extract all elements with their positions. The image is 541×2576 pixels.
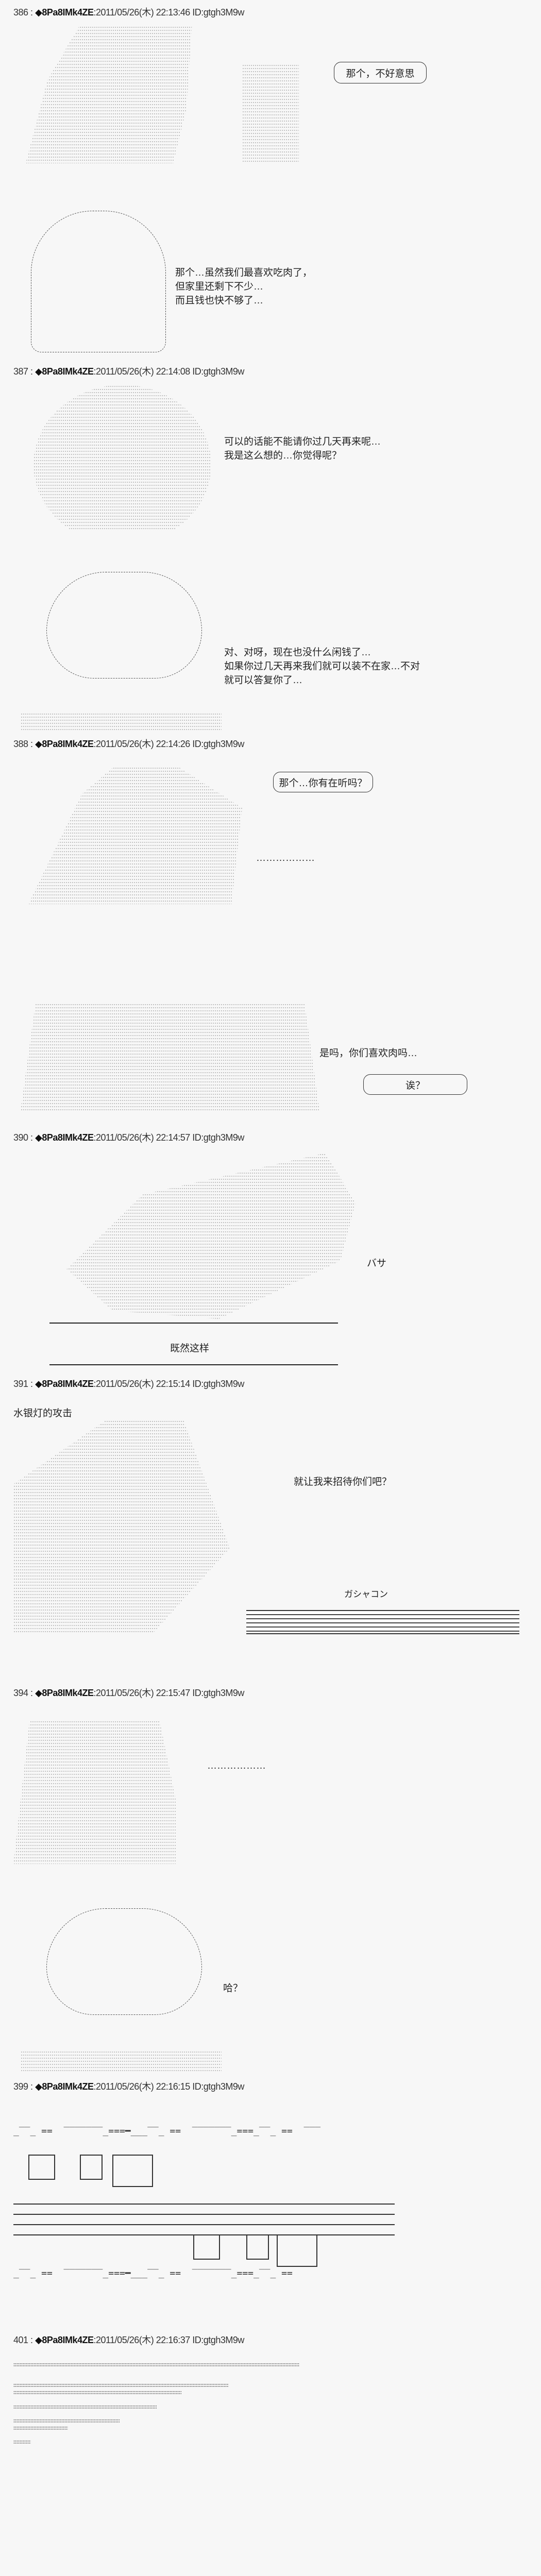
post-number: 388 : — [13, 739, 33, 749]
ascii-art-gun — [246, 1610, 519, 1634]
speech-text: 诶？ — [405, 1080, 425, 1091]
ascii-art-glyph — [28, 2155, 55, 2180]
dialogue-line: 那个…虽然我们最喜欢吃肉了， — [175, 267, 313, 278]
author-trip: ◆8Pa8IMk4ZE — [35, 2081, 94, 2092]
dialogue-line: 哈？ — [223, 1983, 243, 1994]
author-trip: ◆8Pa8IMk4ZE — [35, 1379, 94, 1389]
divider — [49, 1364, 338, 1365]
post-number: 390 : — [13, 1132, 33, 1143]
wave-line-top: _‾‾_ == ‾‾‾‾‾‾‾_===━___‾‾_ == ‾‾‾‾‾‾‾_==… — [13, 2126, 321, 2137]
dialogue-line: 而且钱也快不够了… — [175, 295, 264, 306]
dotted-line — [13, 2419, 120, 2423]
speech-bubble: 那个，不好意思 — [334, 62, 427, 83]
ascii-art-guy-face — [46, 572, 202, 679]
speech-bubble: 那个…你有在听吗？ — [273, 772, 373, 792]
post-number: 387 : — [13, 366, 33, 377]
post-date: :2011/05/26(木) 22:15:47 — [93, 1688, 190, 1698]
dialogue-ellipsis: ……………… — [256, 853, 315, 863]
post-header-387: 387 : ◆8Pa8IMk4ZE:2011/05/26(木) 22:14:08… — [13, 364, 244, 378]
ascii-art-girl-2 — [33, 385, 211, 530]
post-header-391: 391 : ◆8Pa8IMk4ZE:2011/05/26(木) 22:15:14… — [13, 1377, 244, 1390]
speech-text: 那个，不好意思 — [346, 68, 415, 79]
dotted-line — [13, 2391, 181, 2395]
ascii-art-guy-shoulders-2 — [21, 2050, 222, 2071]
ascii-art-glyph — [193, 2234, 220, 2260]
dotted-line — [13, 2363, 299, 2367]
post-id: ID:gtgh3M9w — [192, 1379, 244, 1389]
author-trip: ◆8Pa8IMk4ZE — [35, 2335, 94, 2345]
post-id: ID:gtgh3M9w — [192, 2081, 244, 2092]
ascii-art-girl-repeat — [21, 1003, 319, 1110]
dialogue-ellipsis: ……………… — [207, 1760, 266, 1771]
dialogue-line: 是吗，你们喜欢肉吗… — [319, 1048, 418, 1059]
author-trip: ◆8Pa8IMk4ZE — [35, 366, 94, 377]
post-number: 394 : — [13, 1688, 33, 1698]
post-number: 391 : — [13, 1379, 33, 1389]
dotted-line — [13, 2426, 68, 2430]
wave-line-bottom: _‾‾_ == ‾‾‾‾‾‾‾_===━___‾‾_ == ‾‾‾‾‾‾‾_==… — [13, 2268, 293, 2279]
dialogue-line: 可以的话能不能请你过几天再来呢… — [224, 436, 381, 447]
post-header-401: 401 : ◆8Pa8IMk4ZE:2011/05/26(木) 22:16:37… — [13, 2333, 244, 2346]
post-id: ID:gtgh3M9w — [192, 1688, 244, 1698]
post-id: ID:gtgh3M9w — [192, 739, 244, 749]
caption: 水银灯的攻击 — [13, 1408, 73, 1419]
ascii-art-glyph — [277, 2234, 317, 2267]
post-header-394: 394 : ◆8Pa8IMk4ZE:2011/05/26(木) 22:15:47… — [13, 1686, 244, 1699]
post-date: :2011/05/26(木) 22:15:14 — [93, 1379, 190, 1389]
ascii-art-glyph — [246, 2234, 269, 2260]
speech-bubble: 诶？ — [363, 1074, 467, 1095]
dialogue-line: 我是这么想的…你觉得呢？ — [224, 450, 342, 461]
post-date: :2011/05/26(木) 22:16:15 — [93, 2081, 190, 2092]
ascii-art-wing — [66, 1153, 356, 1319]
ascii-art-girl-side — [242, 64, 299, 163]
ascii-art-glyph — [112, 2155, 153, 2187]
post-date: :2011/05/26(木) 22:14:08 — [93, 366, 190, 377]
post-id: ID:gtgh3M9w — [192, 1132, 244, 1143]
post-header-386: 386 : ◆8Pa8IMk4ZE:2011/05/26(木) 22:13:46… — [13, 5, 244, 19]
ascii-art-glyph — [80, 2155, 103, 2180]
sound-effect: バサ — [367, 1258, 387, 1269]
ascii-art-speed-lines — [13, 2194, 395, 2242]
post-date: :2011/05/26(木) 22:14:26 — [93, 739, 190, 749]
divider — [49, 1323, 338, 1324]
dotted-line — [13, 2440, 31, 2444]
post-id: ID:gtgh3M9w — [192, 366, 244, 377]
sound-effect: ガシャコン — [344, 1589, 388, 1599]
post-id: ID:gtgh3M9w — [192, 2335, 244, 2345]
dialogue-line: 但家里还剩下不少… — [175, 281, 264, 292]
post-number: 386 : — [13, 7, 33, 18]
dialogue-line: 就可以答复你了… — [224, 675, 303, 686]
post-id: ID:gtgh3M9w — [192, 7, 244, 18]
post-number: 401 : — [13, 2335, 33, 2345]
author-trip: ◆8Pa8IMk4ZE — [35, 1132, 94, 1143]
narration: 既然这样 — [170, 1343, 210, 1354]
post-header-399: 399 : ◆8Pa8IMk4ZE:2011/05/26(木) 22:16:15… — [13, 2079, 244, 2093]
author-trip: ◆8Pa8IMk4ZE — [35, 1688, 94, 1698]
speech-text: 那个…你有在听吗？ — [279, 777, 367, 789]
post-date: :2011/05/26(木) 22:13:46 — [93, 7, 190, 18]
post-number: 399 : — [13, 2081, 33, 2092]
ascii-art-face-2 — [13, 1720, 176, 1864]
ascii-art-hood — [28, 767, 242, 904]
author-trip: ◆8Pa8IMk4ZE — [35, 7, 94, 18]
ascii-art-suigintou — [13, 1420, 230, 1634]
dialogue-line: 如果你过几天再来我们就可以装不在家…不对 — [224, 661, 420, 672]
post-date: :2011/05/26(木) 22:16:37 — [93, 2335, 190, 2345]
post-date: :2011/05/26(木) 22:14:57 — [93, 1132, 190, 1143]
ascii-art-face-1 — [31, 211, 166, 352]
dotted-line — [13, 2405, 157, 2409]
dialogue-line: 对、对呀，现在也没什么闲钱了… — [224, 647, 371, 658]
ascii-art-guy-face-2 — [46, 1908, 202, 2015]
dialogue-line: 就让我来招待你们吧？ — [294, 1477, 392, 1487]
post-header-390: 390 : ◆8Pa8IMk4ZE:2011/05/26(木) 22:14:57… — [13, 1130, 244, 1144]
post-header-388: 388 : ◆8Pa8IMk4ZE:2011/05/26(木) 22:14:26… — [13, 737, 244, 750]
dotted-line — [13, 2383, 229, 2387]
author-trip: ◆8Pa8IMk4ZE — [35, 739, 94, 749]
ascii-art-guy-shoulders — [21, 713, 222, 732]
